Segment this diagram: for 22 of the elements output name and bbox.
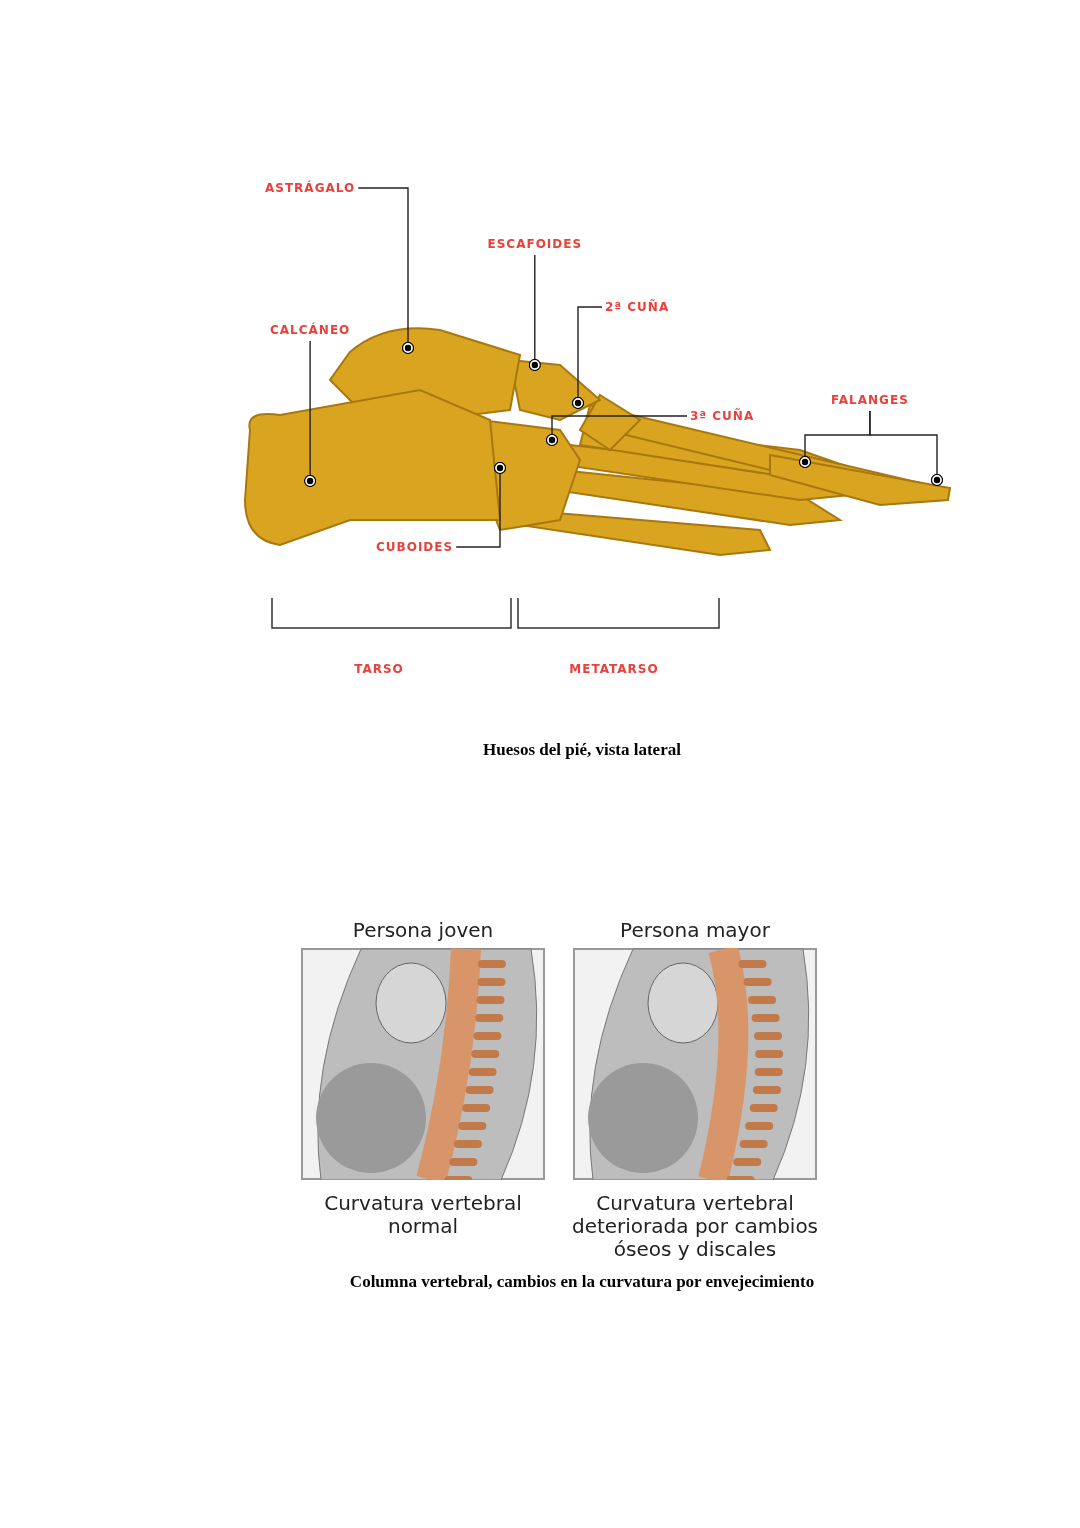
bracket-label: METATARSO xyxy=(569,661,659,677)
figure-caption: Columna vertebral, cambios en la curvatura por envejecimiento xyxy=(349,1272,815,1292)
leader-line xyxy=(571,306,603,410)
panel-heading: Persona mayor xyxy=(619,918,771,942)
panel-caption: Curvatura vertebral deteriorada por cambios óseos y discales xyxy=(570,1192,820,1261)
leader-line xyxy=(869,410,944,487)
part-label: ESCAFOIDES xyxy=(487,236,583,252)
figure-caption: Huesos del pié, vista lateral xyxy=(483,740,681,760)
panel-caption: Curvatura vertebral normal xyxy=(323,1192,523,1238)
leader-line xyxy=(528,254,541,372)
part-label: ASTRÁGALO xyxy=(265,180,356,196)
leader-line xyxy=(545,415,688,447)
part-label: CUBOIDES xyxy=(376,539,454,555)
bracket-label: TARSO xyxy=(354,661,404,677)
part-label: CALCÁNEO xyxy=(270,322,351,338)
part-label: FALANGES xyxy=(831,392,909,408)
leader-line xyxy=(455,461,507,548)
part-label: 2ª CUÑA xyxy=(605,299,670,315)
leader-line xyxy=(304,340,317,488)
panel-heading: Persona joven xyxy=(351,918,495,942)
part-label: 3ª CUÑA xyxy=(690,408,755,424)
leader-line xyxy=(357,187,415,355)
